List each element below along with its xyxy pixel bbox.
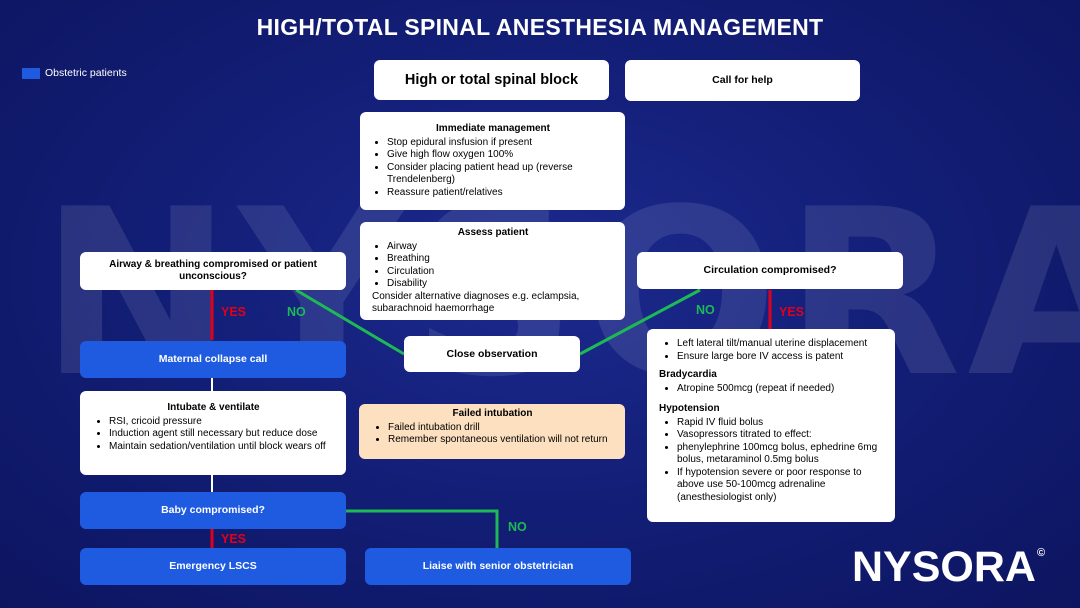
hypotension-item: If hypotension severe or poor response t… [677, 467, 885, 505]
assess-item: Circulation [387, 266, 617, 279]
legend-swatch [22, 67, 40, 79]
assess-item: Disability [387, 278, 617, 291]
connector-airway-no [295, 288, 405, 356]
circulation-management-node: Left lateral tilt/manual uterine displac… [647, 329, 895, 522]
bradycardia-title: Bradycardia [659, 369, 717, 380]
airway-no-label: NO [287, 305, 306, 319]
emergency-lscs-label: Emergency LSCS [169, 560, 257, 573]
assess-note: Consider alternative diagnoses e.g. ecla… [372, 290, 580, 315]
airway-question-node: Airway & breathing compromised or patien… [80, 252, 346, 290]
bradycardia-item: Atropine 500mcg (repeat if needed) [677, 383, 885, 396]
airway-question-label: Airway & breathing compromised or patien… [109, 258, 317, 283]
baby-question-node: Baby compromised? [80, 492, 346, 529]
intubate-ventilate-node: Intubate & ventilate RSI, cricoid pressu… [80, 391, 346, 475]
circulation-item: Left lateral tilt/manual uterine displac… [677, 338, 885, 351]
nysora-logo-text: NYSORA [852, 543, 1036, 591]
maternal-collapse-label: Maternal collapse call [158, 353, 268, 366]
baby-question-label: Baby compromised? [161, 504, 265, 517]
call-help-label: Call for help [712, 74, 773, 87]
hypotension-item: Rapid IV fluid bolus [677, 417, 885, 430]
intubate-item: Maintain sedation/ventilation until bloc… [109, 441, 336, 454]
start-node: High or total spinal block [374, 60, 609, 100]
legend: Obstetric patients [22, 67, 127, 79]
circulation-no-label: NO [696, 303, 715, 317]
liaise-obstetrician-node: Liaise with senior obstetrician [365, 548, 631, 585]
immediate-item: Reassure patient/relatives [387, 187, 617, 200]
circulation-question-label: Circulation compromised? [703, 264, 837, 277]
emergency-lscs-node: Emergency LSCS [80, 548, 346, 585]
connector-circ-no [579, 288, 701, 356]
immediate-item: Stop epidural insfusion if present [387, 137, 617, 150]
baby-yes-label: YES [221, 532, 247, 546]
failed-intubation-item: Failed intubation drill [388, 422, 615, 435]
circulation-question-node: Circulation compromised? [637, 252, 903, 289]
call-help-node: Call for help [625, 60, 860, 101]
nysora-logo-mark: © [1036, 547, 1046, 559]
close-observation-label: Close observation [446, 347, 538, 360]
failed-intubation-item: Remember spontaneous ventilation will no… [388, 434, 615, 447]
assess-item: Breathing [387, 253, 617, 266]
immediate-management-node: Immediate management Stop epidural insfu… [360, 112, 625, 210]
nysora-logo: NYSORA© [852, 546, 1045, 589]
assess-title: Assess patient [457, 227, 529, 238]
hypotension-item: phenylephrine 100mcg bolus, ephedrine 6m… [677, 442, 885, 467]
immediate-title: Immediate management [436, 123, 550, 134]
immediate-item: Give high flow oxygen 100% [387, 149, 617, 162]
intubate-item: Induction agent still necessary but redu… [109, 428, 336, 441]
start-node-label: High or total spinal block [404, 71, 579, 88]
liaise-obstetrician-label: Liaise with senior obstetrician [422, 560, 574, 573]
assess-patient-node: Assess patient Airway Breathing Circulat… [360, 222, 625, 320]
connector-baby-no [346, 509, 499, 548]
close-observation-node: Close observation [404, 336, 580, 372]
hypotension-item: Vasopressors titrated to effect: [677, 429, 885, 442]
circulation-yes-label: YES [779, 305, 805, 319]
immediate-item: Consider placing patient head up (revers… [387, 162, 617, 187]
legend-label: Obstetric patients [45, 67, 127, 79]
intubate-title: Intubate & ventilate [167, 402, 260, 413]
airway-yes-label: YES [221, 305, 247, 319]
failed-intubation-node: Failed intubation Failed intubation dril… [359, 404, 625, 459]
intubate-item: RSI, cricoid pressure [109, 416, 336, 429]
baby-no-label: NO [508, 520, 527, 534]
failed-intubation-title: Failed intubation [452, 408, 533, 419]
hypotension-title: Hypotension [659, 403, 720, 414]
assess-item: Airway [387, 241, 617, 254]
maternal-collapse-node: Maternal collapse call [80, 341, 346, 378]
circulation-item: Ensure large bore IV access is patent [677, 351, 885, 364]
page-title: HIGH/TOTAL SPINAL ANESTHESIA MANAGEMENT [256, 14, 824, 40]
